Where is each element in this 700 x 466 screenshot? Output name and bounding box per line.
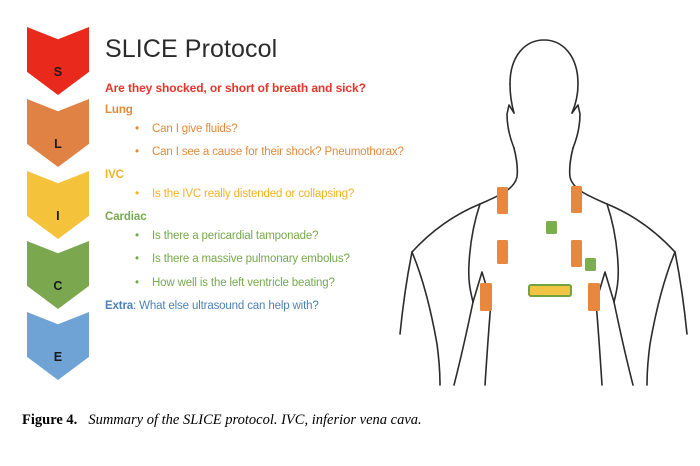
list-item-label: Is there a pericardial tamponade? (152, 230, 319, 243)
chevron-e: E (27, 312, 89, 380)
list-item: • Can I give fluids? (135, 123, 455, 136)
chevron-s: S (27, 27, 89, 95)
body-diagram (398, 14, 693, 399)
torso-right-side (467, 203, 481, 303)
neck-notch-right (506, 104, 515, 149)
list-item: • Is the IVC really distended or collaps… (135, 188, 455, 201)
torso-left-side (606, 203, 620, 303)
chevron-letter-e: E (53, 349, 63, 364)
probe-lung-upper-left-chest (571, 186, 582, 213)
shoulder-left (568, 147, 676, 253)
head-outline (509, 39, 579, 114)
extra-line: Extra: What else ultrasound can help wit… (105, 300, 455, 312)
probe-lung-right-flank (480, 283, 492, 311)
probe-lung-mid-left-chest (571, 240, 582, 267)
probe-ivc-subxiphoid (528, 284, 572, 297)
inner-arm-left (613, 301, 634, 386)
probe-cardiac-apical (585, 258, 596, 271)
list-item: • How well is the left ventricle beating… (135, 277, 455, 290)
outer-arm-right (411, 251, 441, 386)
list-item: • Is there a massive pulmonary embolus? (135, 253, 455, 266)
figure-caption: Figure 4. Summary of the SLICE protocol. … (22, 412, 682, 429)
chevron-letter-c: C (53, 278, 63, 293)
caption-text: Summary of the SLICE protocol. IVC, infe… (88, 412, 422, 428)
slice-chevron-column: S L I C E (27, 27, 89, 387)
probe-lung-mid-right-chest (497, 240, 508, 264)
bullet-list-lung: • Can I give fluids? • Can I see a cause… (105, 123, 455, 159)
list-item: • Can I see a cause for their shock? Pne… (135, 146, 455, 159)
bullet-dot-icon: • (135, 230, 139, 243)
lead-question: Are they shocked, or short of breath and… (105, 80, 366, 95)
chevron-c: C (27, 241, 89, 309)
chevron-letter-i: I (56, 208, 60, 223)
neck-notch-left (571, 104, 581, 149)
extra-text: : What else ultrasound can help with? (133, 299, 319, 312)
list-item-label: Is there a massive pulmonary embolus? (152, 253, 350, 266)
bullet-dot-icon: • (135, 187, 139, 200)
bullet-list-ivc: • Is the IVC really distended or collaps… (105, 188, 455, 201)
section-heading-ivc: IVC (105, 168, 124, 181)
chevron-l: L (27, 99, 89, 167)
probe-lung-left-flank (588, 283, 600, 311)
bullet-list-cardiac: • Is there a pericardial tamponade? • Is… (105, 230, 455, 290)
flank-left (595, 301, 603, 386)
list-item-label: Is the IVC really distended or collapsin… (152, 187, 355, 200)
outer-arm-left-edge (674, 251, 688, 335)
section-heading-lung: Lung (105, 103, 133, 116)
flank-right (484, 301, 492, 386)
chevron-i: I (27, 171, 89, 239)
extra-label: Extra (105, 299, 134, 312)
chevron-letter-l: L (54, 136, 62, 151)
bullet-dot-icon: • (135, 276, 139, 289)
bullet-dot-icon: • (135, 145, 139, 158)
probe-cardiac-parasternal (546, 221, 557, 234)
list-item-label: Can I see a cause for their shock? Pneum… (152, 145, 404, 158)
body-outline-svg (399, 39, 688, 386)
outer-arm-left (646, 251, 676, 386)
inner-arm-right (453, 301, 474, 386)
caption-label: Figure 4. (22, 412, 78, 428)
page-title: SLICE Protocol (105, 35, 278, 63)
bullet-dot-icon: • (135, 122, 139, 135)
probe-lung-upper-right-chest (497, 187, 508, 214)
list-item-label: How well is the left ventricle beating? (152, 276, 335, 289)
section-heading-cardiac: Cardiac (105, 211, 147, 224)
chevron-letter-s: S (53, 64, 63, 79)
outer-arm-right-edge (399, 251, 413, 335)
protocol-text-block: SLICE Protocol Are they shocked, or shor… (105, 35, 455, 312)
list-item-label: Can I give fluids? (152, 122, 238, 135)
list-item: • Is there a pericardial tamponade? (135, 230, 455, 243)
bullet-dot-icon: • (135, 253, 139, 266)
